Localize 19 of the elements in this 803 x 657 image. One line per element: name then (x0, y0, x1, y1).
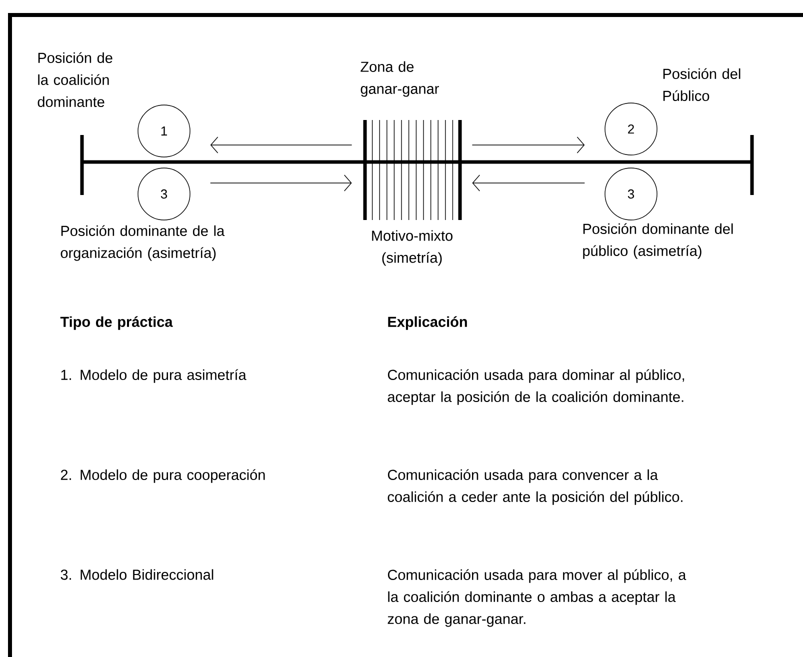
explanation-text: Comunicación usada para mover al público, a la coalición dominante o ambas a aceptar la zona de ganar-ganar. (388, 569, 686, 627)
position-label: Posición del Público (663, 68, 740, 102)
zone-caption: Motivo-mixto (simetría) (372, 230, 452, 266)
position-label: Posición de la coalición dominante (38, 52, 112, 108)
column-heading: Tipo de práctica (60, 316, 173, 330)
zone-heading: Zona de ganar-ganar (360, 61, 439, 97)
explanation-text: Comunicación usada para dominar al público, aceptar la posición de la coalición dominante. (388, 369, 684, 405)
column-heading: Explicación (388, 316, 467, 330)
practice-type: 3. Modelo Bidireccional (60, 569, 214, 580)
practice-type: 2. Modelo de pura cooperación (60, 469, 265, 483)
position-label: Posición dominante de la organización (asimetría) (60, 225, 225, 261)
arrow (472, 136, 585, 154)
arrow (210, 174, 352, 192)
arrow (210, 136, 352, 154)
explanation-text: Comunicación usada para convencer a la coalición a ceder ante la posición del público. (388, 469, 682, 505)
position-label: Posición dominante del público (asimetría) (583, 223, 733, 259)
hatched-zone (363, 118, 462, 222)
arrow (472, 174, 585, 192)
practice-type: 1. Modelo de pura asimetría (61, 369, 246, 383)
